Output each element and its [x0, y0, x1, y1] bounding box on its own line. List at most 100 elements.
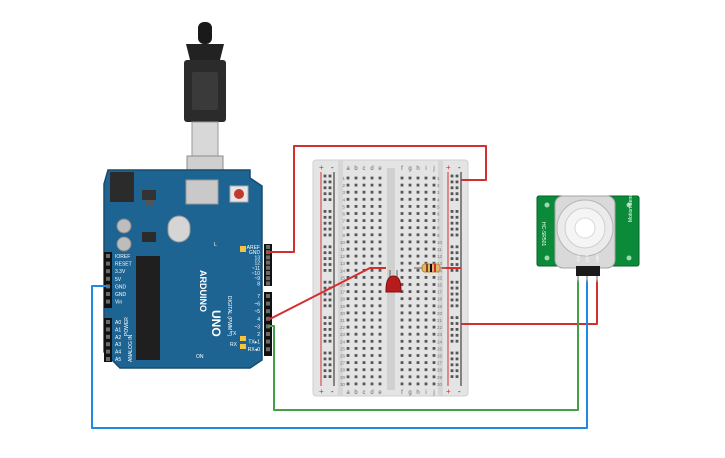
digital-bottom-pin[interactable]: [266, 309, 270, 314]
breadboard-hole[interactable]: [432, 254, 436, 258]
rail-hole[interactable]: [323, 363, 327, 367]
breadboard-hole[interactable]: [378, 361, 382, 364]
rail-hole[interactable]: [328, 233, 332, 237]
analog-pin[interactable]: [106, 327, 110, 332]
breadboard-hole[interactable]: [432, 176, 436, 180]
rail-hole[interactable]: [450, 186, 454, 190]
rail-hole[interactable]: [323, 251, 327, 255]
breadboard-hole[interactable]: [424, 382, 428, 386]
rail-hole[interactable]: [455, 292, 459, 296]
wire-rail-to-pir-gnd[interactable]: [461, 280, 598, 325]
breadboard-hole[interactable]: [432, 332, 436, 336]
breadboard-hole[interactable]: [400, 247, 404, 251]
breadboard-hole[interactable]: [346, 212, 350, 215]
breadboard-hole[interactable]: [354, 332, 358, 336]
breadboard-hole[interactable]: [362, 382, 366, 386]
rail-hole[interactable]: [328, 328, 332, 331]
breadboard-hole[interactable]: [362, 332, 366, 336]
breadboard-hole[interactable]: [432, 219, 436, 222]
breadboard-hole[interactable]: [432, 361, 436, 364]
breadboard-hole[interactable]: [378, 226, 382, 230]
power-pin[interactable]: [106, 292, 110, 296]
breadboard-hole[interactable]: [432, 212, 436, 215]
rail-hole[interactable]: [450, 269, 454, 272]
breadboard-hole[interactable]: [346, 297, 350, 301]
analog-pin[interactable]: [106, 320, 110, 324]
rail-hole[interactable]: [323, 328, 327, 331]
rail-hole[interactable]: [455, 375, 459, 378]
breadboard-hole[interactable]: [424, 361, 428, 364]
breadboard-hole[interactable]: [408, 325, 412, 329]
breadboard-hole[interactable]: [408, 247, 412, 251]
rail-hole[interactable]: [328, 198, 332, 201]
rail-hole[interactable]: [450, 198, 454, 201]
breadboard-hole[interactable]: [378, 297, 382, 301]
breadboard-hole[interactable]: [378, 240, 382, 244]
breadboard-hole[interactable]: [416, 212, 420, 215]
rail-hole[interactable]: [450, 351, 454, 355]
rail-hole[interactable]: [455, 269, 459, 272]
breadboard-hole[interactable]: [408, 212, 412, 215]
rail-hole[interactable]: [450, 227, 454, 231]
breadboard-hole[interactable]: [424, 297, 428, 301]
breadboard-hole[interactable]: [346, 283, 350, 286]
breadboard-hole[interactable]: [416, 304, 420, 308]
breadboard-hole[interactable]: [424, 276, 428, 279]
breadboard-hole[interactable]: [400, 183, 404, 187]
breadboard-hole[interactable]: [362, 233, 366, 237]
rail-hole[interactable]: [328, 304, 332, 308]
power-pin[interactable]: [106, 261, 110, 266]
breadboard-hole[interactable]: [400, 382, 404, 386]
breadboard-hole[interactable]: [416, 325, 420, 329]
analog-pin[interactable]: [106, 342, 110, 347]
rail-hole[interactable]: [455, 245, 459, 249]
digital-bottom-pin[interactable]: [266, 332, 270, 336]
breadboard-hole[interactable]: [416, 219, 420, 222]
breadboard-hole[interactable]: [370, 268, 374, 272]
rail-hole[interactable]: [328, 245, 332, 249]
breadboard-hole[interactable]: [416, 226, 420, 230]
breadboard-hole[interactable]: [346, 247, 350, 251]
breadboard-hole[interactable]: [408, 190, 412, 194]
breadboard-hole[interactable]: [354, 276, 358, 279]
rail-hole[interactable]: [323, 221, 327, 225]
breadboard-hole[interactable]: [416, 261, 420, 265]
rail-hole[interactable]: [323, 233, 327, 237]
breadboard-hole[interactable]: [370, 325, 374, 329]
breadboard-hole[interactable]: [346, 197, 350, 201]
rail-hole[interactable]: [323, 339, 327, 343]
rail-hole[interactable]: [455, 280, 459, 284]
breadboard-hole[interactable]: [378, 233, 382, 237]
breadboard-hole[interactable]: [370, 297, 374, 301]
rail-hole[interactable]: [450, 292, 454, 296]
breadboard-hole[interactable]: [424, 354, 428, 357]
rail-hole[interactable]: [323, 180, 327, 184]
breadboard-hole[interactable]: [378, 190, 382, 194]
rail-hole[interactable]: [455, 210, 459, 213]
rail-hole[interactable]: [323, 245, 327, 249]
breadboard-hole[interactable]: [416, 297, 420, 301]
rail-hole[interactable]: [450, 357, 454, 361]
breadboard-hole[interactable]: [416, 375, 420, 379]
breadboard-hole[interactable]: [416, 339, 420, 343]
rail-hole[interactable]: [450, 245, 454, 249]
breadboard-hole[interactable]: [432, 339, 436, 343]
analog-pin[interactable]: [106, 357, 110, 361]
red-led-icon[interactable]: [385, 270, 402, 293]
rail-hole[interactable]: [450, 304, 454, 308]
breadboard-hole[interactable]: [346, 304, 350, 308]
rail-hole[interactable]: [323, 351, 327, 355]
breadboard-hole[interactable]: [370, 197, 374, 201]
breadboard-hole[interactable]: [354, 339, 358, 343]
power-pin[interactable]: [106, 299, 110, 304]
rail-hole[interactable]: [455, 227, 459, 231]
rail-hole[interactable]: [328, 192, 332, 196]
breadboard-hole[interactable]: [370, 226, 374, 230]
breadboard-hole[interactable]: [400, 233, 404, 237]
rail-hole[interactable]: [328, 316, 332, 319]
breadboard-hole[interactable]: [432, 368, 436, 372]
rail-hole[interactable]: [455, 174, 459, 178]
breadboard-hole[interactable]: [432, 325, 436, 329]
